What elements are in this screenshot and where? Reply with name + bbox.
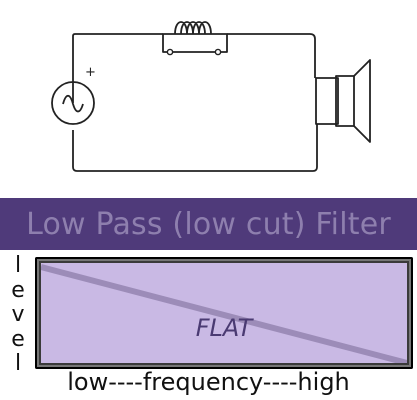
- wire-bottom: [72, 124, 318, 172]
- source-polarity: +: [85, 65, 96, 80]
- title-bar: Low Pass (low cut) Filter: [0, 198, 417, 250]
- response-line: [41, 264, 407, 363]
- level-letter: l: [14, 253, 22, 278]
- speaker-magnet: [335, 75, 355, 127]
- flat-label: FLAT: [195, 314, 253, 342]
- inductor-branch: [162, 33, 228, 53]
- response-plot-area: FLAT: [41, 263, 407, 363]
- wire-top-right: [227, 33, 316, 78]
- inductor-coil: [174, 21, 212, 35]
- ac-source-icon: [51, 81, 95, 125]
- level-letter: v: [11, 302, 25, 327]
- wire-top-left: [72, 33, 163, 103]
- response-graph: FLAT: [35, 257, 413, 369]
- speaker-cone: [353, 59, 371, 143]
- terminal-left: [166, 48, 174, 56]
- level-letter: e: [11, 326, 25, 352]
- frequency-axis-label: low----frequency----high: [67, 368, 350, 396]
- circuit-diagram: +: [51, 21, 371, 172]
- sine-wave: [62, 94, 84, 113]
- level-letter: l: [14, 351, 22, 376]
- level-letter: e: [11, 277, 25, 303]
- terminal-right: [214, 48, 222, 56]
- filter-title: Low Pass (low cut) Filter: [26, 206, 391, 242]
- speaker-icon: [315, 77, 339, 125]
- level-axis-label: l e v e l: [10, 253, 26, 377]
- response-curve: [41, 264, 407, 363]
